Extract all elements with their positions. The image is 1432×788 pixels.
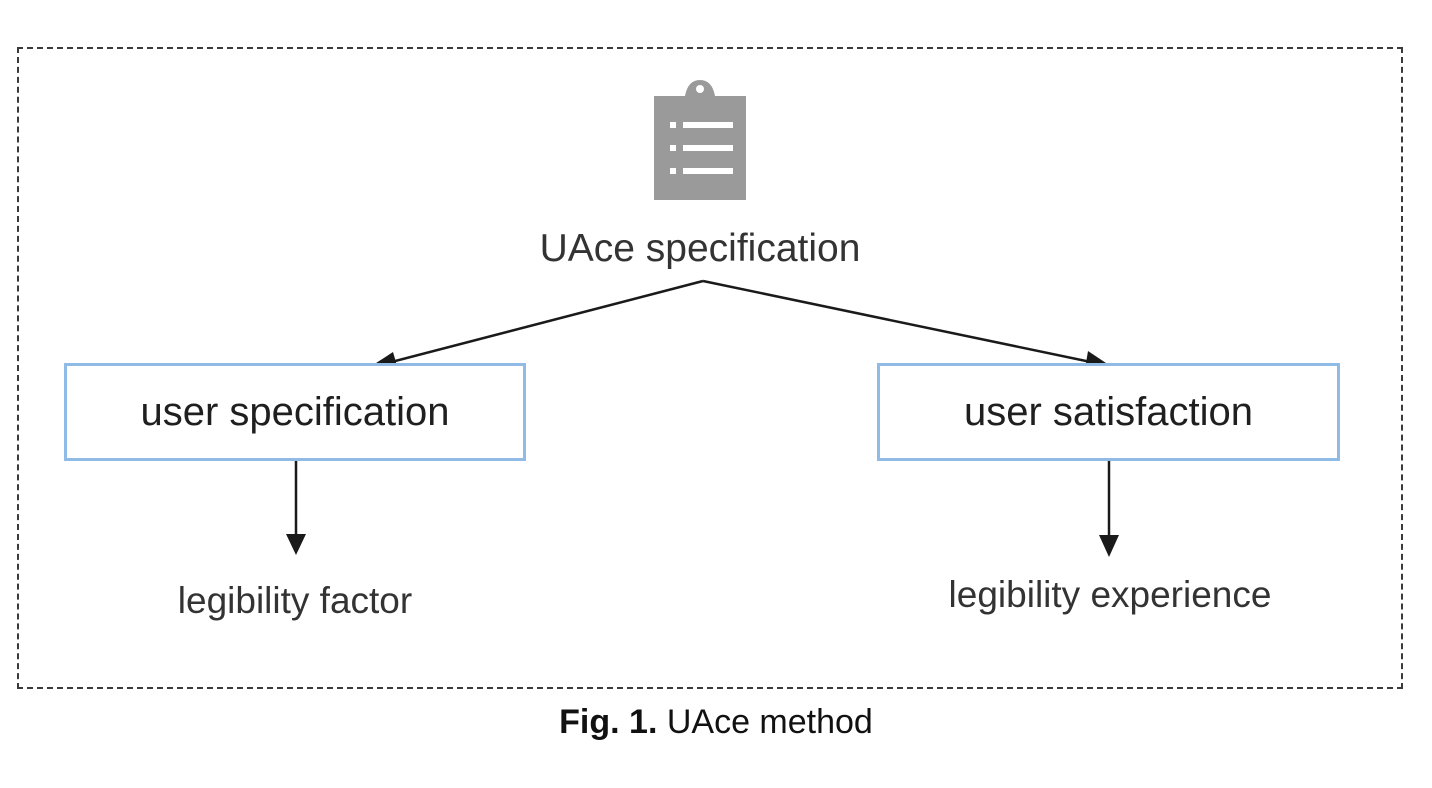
node-label: user satisfaction	[963, 389, 1254, 434]
root-label: UAce specification	[539, 227, 861, 270]
node-user-satisfaction: user satisfaction	[877, 363, 1340, 461]
leaf-legibility-factor: legibility factor	[177, 580, 413, 621]
leaf-legibility-experience: legibility experience	[948, 574, 1272, 615]
edge-root-to-user-satisfaction	[702, 279, 1111, 368]
diagram-frame	[17, 47, 1403, 689]
figure-caption: Fig. 1. UAce method	[0, 700, 1432, 744]
figure-number: Fig. 1.	[559, 703, 658, 741]
arrowhead-legibility-factor	[286, 534, 306, 555]
node-label: user specification	[140, 389, 450, 434]
arrowhead-legibility-experience	[1099, 535, 1119, 557]
node-user-specification: user specification	[64, 363, 526, 461]
clipboard-list-icon	[654, 80, 746, 200]
figure-caption-text: UAce method	[666, 703, 873, 741]
edge-root-to-user-specification	[371, 279, 704, 369]
